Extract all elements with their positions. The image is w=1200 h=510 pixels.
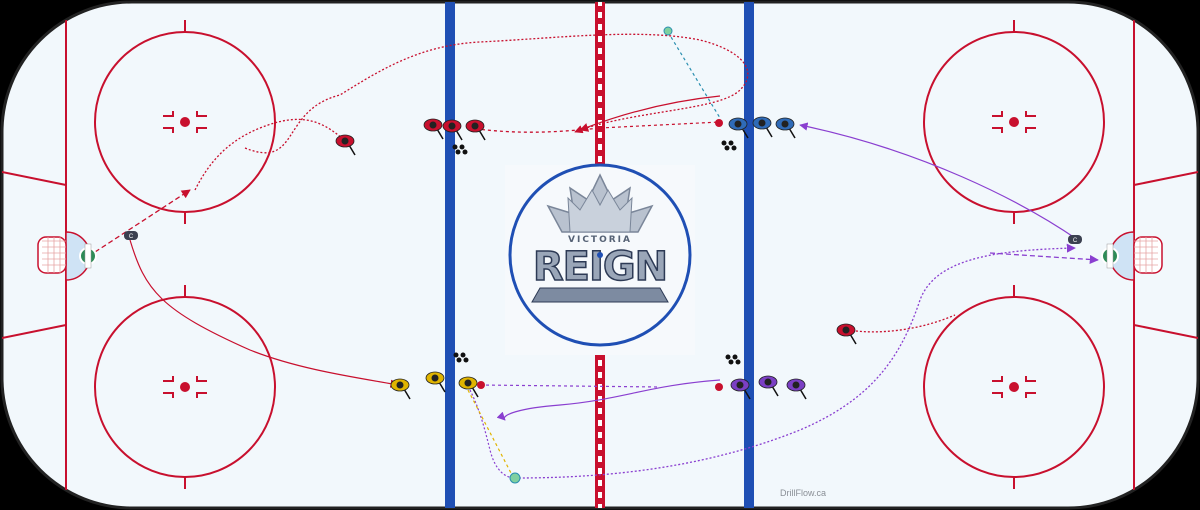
pylon-icon bbox=[715, 119, 723, 127]
puck-stack-icon bbox=[453, 352, 469, 363]
player-icon bbox=[458, 376, 479, 398]
pylon-icon bbox=[509, 472, 521, 484]
logo-ribbon bbox=[531, 287, 669, 303]
player-icon bbox=[465, 119, 486, 141]
coach-label: C bbox=[129, 234, 134, 240]
center-logo: VICTORIA REIGN bbox=[505, 163, 695, 355]
skate-path-red-right bbox=[847, 314, 956, 333]
skate-path-red-corner bbox=[194, 118, 343, 191]
pass-teal bbox=[667, 31, 721, 119]
coach-icon: C bbox=[1068, 235, 1082, 244]
faceoff-circle-top-right bbox=[923, 20, 1105, 224]
drill-paths bbox=[94, 31, 1099, 479]
skate-path-red-top bbox=[244, 33, 749, 154]
player-icon bbox=[335, 134, 356, 156]
puck-stack-icon bbox=[721, 140, 737, 151]
skate-path-purple-return bbox=[496, 379, 721, 421]
center-circle bbox=[508, 163, 692, 347]
goalie-icon bbox=[1101, 243, 1119, 269]
watermark: DrillFlow.ca bbox=[780, 488, 826, 498]
boards-line bbox=[2, 171, 67, 186]
player-icon bbox=[786, 378, 807, 400]
boards-line bbox=[1133, 171, 1198, 186]
pylon-icon bbox=[663, 26, 673, 36]
player-icon bbox=[423, 118, 444, 140]
player-icon bbox=[442, 119, 463, 141]
pass-yellow bbox=[467, 389, 513, 476]
player-icon bbox=[836, 323, 857, 345]
player-icon bbox=[728, 117, 749, 139]
blue-line-right bbox=[744, 2, 754, 508]
faceoff-circle-bottom-right bbox=[923, 285, 1105, 489]
puck-stack-icon bbox=[725, 354, 741, 365]
boards-line bbox=[2, 324, 67, 339]
faceoff-circle-bottom-left bbox=[94, 285, 276, 489]
pass-red-right bbox=[599, 121, 721, 129]
crown-icon bbox=[567, 188, 633, 233]
player-icon bbox=[730, 378, 751, 400]
players-layer bbox=[335, 116, 857, 400]
coach-icon: C bbox=[124, 231, 138, 240]
pass-red-diag bbox=[574, 95, 721, 134]
player-icon bbox=[425, 371, 446, 393]
pylon-icon bbox=[715, 383, 723, 391]
pass-red-goalie-left bbox=[94, 189, 191, 253]
boards-line bbox=[1133, 324, 1198, 339]
pass-purple-mid bbox=[479, 384, 661, 388]
skate-path-red-bottom bbox=[129, 239, 399, 388]
player-icon bbox=[752, 116, 773, 138]
player-icon bbox=[390, 378, 411, 400]
logo-arc-text: VICTORIA bbox=[568, 235, 632, 245]
pylon-icon bbox=[477, 381, 485, 389]
goal-right bbox=[1109, 231, 1163, 281]
skate-path-red-mid bbox=[469, 127, 601, 133]
puck-stack-icon bbox=[452, 144, 468, 155]
blue-line-left bbox=[445, 2, 455, 508]
goalie-icon bbox=[79, 243, 97, 269]
player-icon bbox=[775, 117, 796, 139]
pass-purple-goalie-right bbox=[989, 252, 1099, 265]
player-icon bbox=[758, 375, 779, 397]
coach-label: C bbox=[1073, 238, 1078, 244]
logo-wordmark: REIGN bbox=[533, 244, 667, 290]
skate-path-purple-top bbox=[799, 122, 1079, 241]
faceoff-circle-top-left bbox=[94, 20, 276, 224]
